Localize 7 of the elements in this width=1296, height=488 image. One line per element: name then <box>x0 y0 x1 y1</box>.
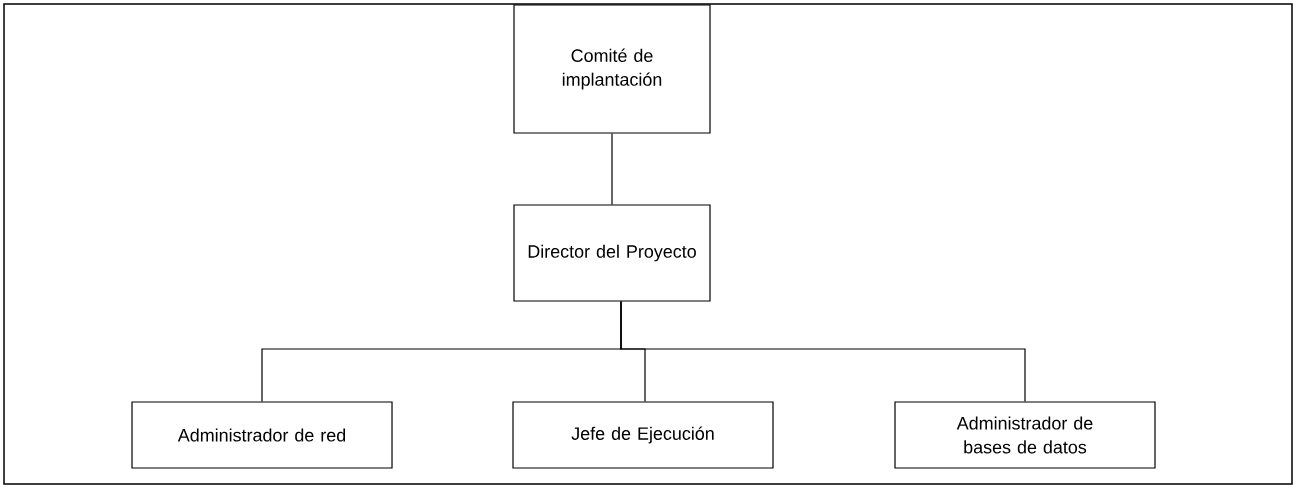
role-box: Administrador de red <box>131 401 393 469</box>
role-box: Director del Proyecto <box>513 204 711 302</box>
connector-line <box>620 301 1026 402</box>
role-box: Administrador de bases de datos <box>894 401 1156 469</box>
role-box: Comité de implantación <box>513 4 711 134</box>
role-box: Jefe de Ejecución <box>512 401 774 469</box>
connector-line <box>611 133 613 205</box>
